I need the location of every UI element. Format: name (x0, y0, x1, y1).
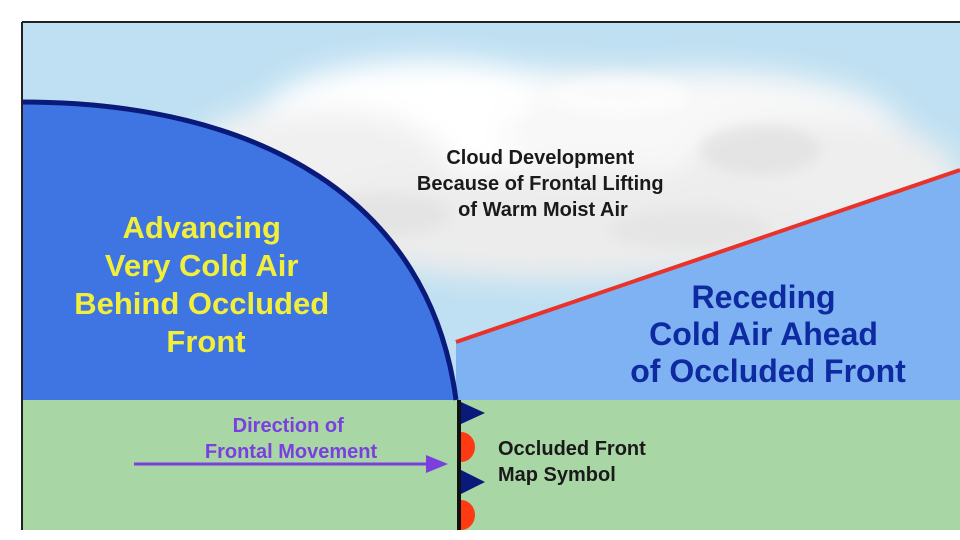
cloud-texture (310, 75, 820, 250)
cloud-label: Cloud Development Because of Frontal Lif… (417, 147, 669, 221)
warm-front-semicircle-icon (461, 500, 475, 530)
warm-front-semicircle-icon (461, 432, 475, 462)
cold-front-boundary (22, 99, 459, 401)
cold-front-triangle-icon (461, 470, 485, 494)
receding-cold-air-region (456, 170, 960, 402)
cold-front-triangle-icon (461, 402, 485, 424)
map-symbol-label: Occluded Front Map Symbol (498, 438, 651, 486)
direction-arrow-icon (134, 455, 448, 473)
warm-front-line (455, 168, 960, 344)
very-cold-air-region (22, 102, 456, 400)
receding-cold-air-label: Receding Cold Air Ahead of Occluded Fron… (630, 279, 906, 389)
occluded-front-map-symbol (461, 402, 485, 530)
advancing-cold-air-label: Advancing Very Cold Air Behind Occluded … (74, 210, 338, 359)
direction-label: Direction of Frontal Movement (205, 415, 378, 463)
